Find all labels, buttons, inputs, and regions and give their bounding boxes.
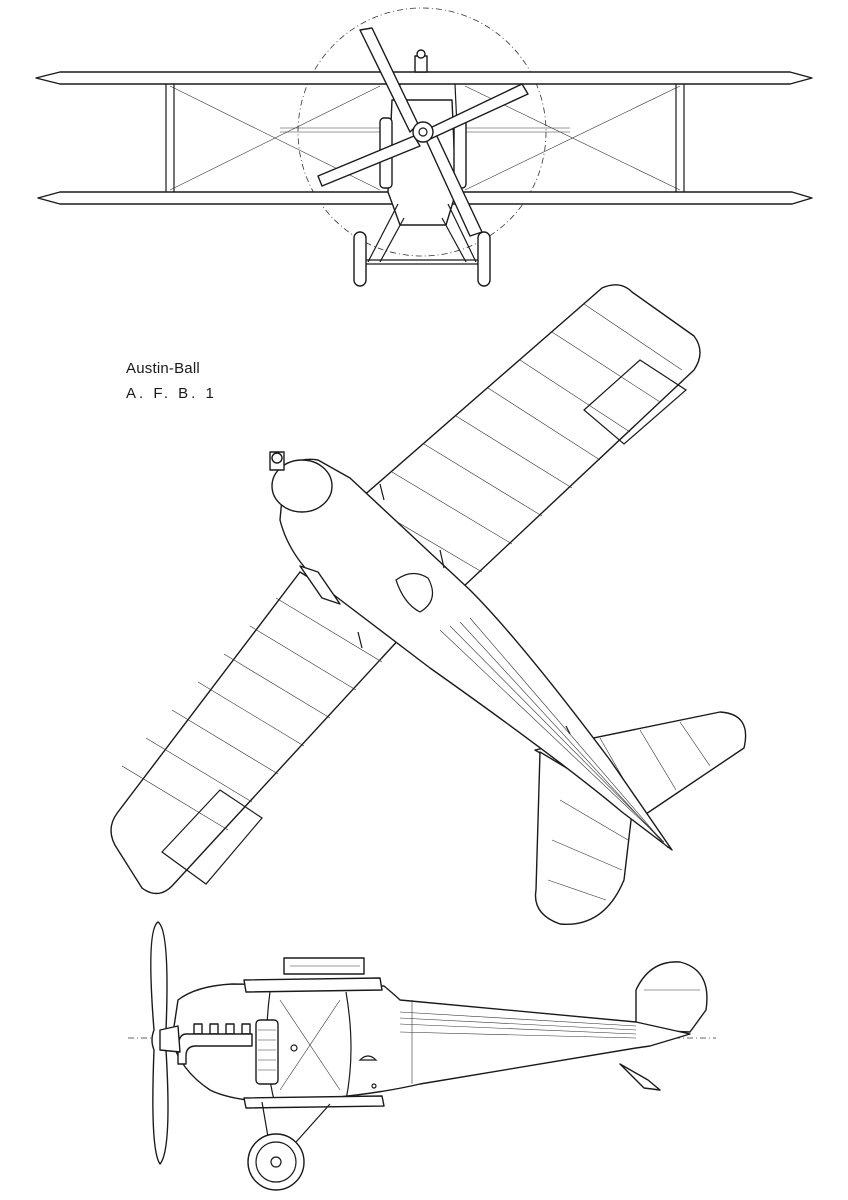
aircraft-designation-caption: A. F. B. 1 [126,385,217,402]
propeller-hub [412,121,434,143]
wheel-right-front [477,231,491,287]
tailskid [619,1063,661,1091]
wing-right-plan [337,284,701,589]
engine-cowling-plan [271,459,333,513]
lower-wing-side [243,1095,385,1109]
aileron-left [161,789,263,885]
propeller-blade-left [317,135,421,187]
wheel-plan [299,565,341,605]
side-view [128,921,716,1191]
cockpit-plan [395,572,434,613]
wheel-left-front [353,231,367,287]
rear-strut-side [345,991,352,1101]
aircraft-name-caption: Austin-Ball [126,360,200,377]
upper-wing-front [35,71,813,85]
exhaust-stubs [177,1023,253,1065]
radiator-side [255,1019,279,1085]
upper-wing-side [243,977,383,993]
wing-left-plan [110,571,403,895]
fin-rudder [635,961,708,1033]
plan-view [110,284,747,925]
spinner-side [159,1025,181,1053]
front-view [35,7,813,287]
